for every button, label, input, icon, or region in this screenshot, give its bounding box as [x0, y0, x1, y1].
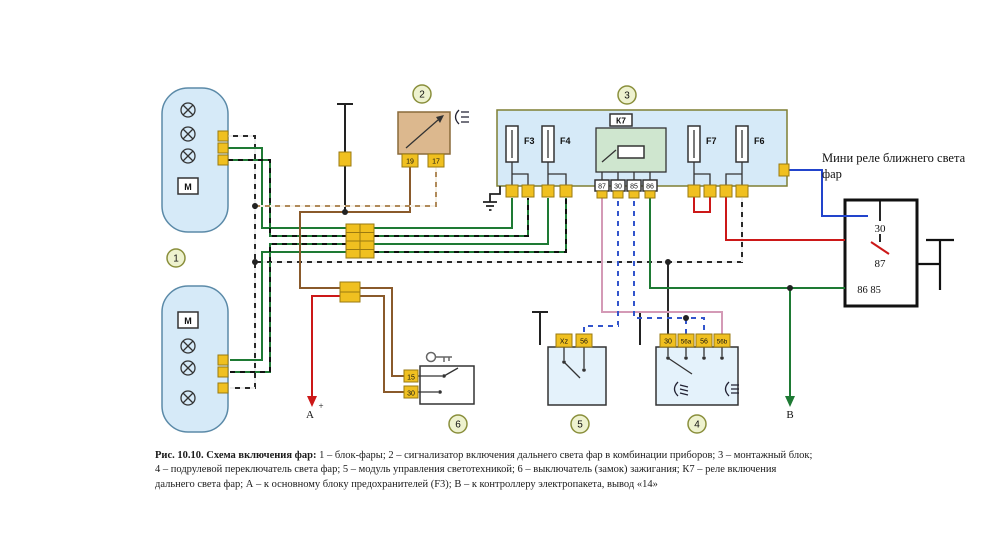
mini-relay-t30: 30	[875, 223, 887, 235]
mini-relay-t8685: 86 85	[857, 285, 881, 296]
junction-dots	[252, 203, 793, 321]
terminal-56-label: 56	[580, 339, 588, 346]
lamp-icon	[180, 360, 196, 376]
relay-coil	[617, 145, 645, 159]
lamp-icon	[180, 338, 196, 354]
terminal-17	[427, 153, 445, 168]
terminal-19	[401, 153, 419, 168]
mini-relay	[843, 198, 954, 308]
ignition-switch	[418, 351, 475, 405]
component-number-5: 5	[570, 414, 590, 434]
svg-text:6: 6	[455, 420, 461, 431]
svg-text:4: 4	[694, 420, 700, 431]
lamp-icon	[180, 102, 196, 118]
arrow-tip	[436, 115, 444, 123]
mini-relay-t87: 87	[875, 258, 887, 270]
wire-tan-striped	[255, 167, 437, 207]
svg-text:5: 5	[577, 420, 583, 431]
column-light-switch	[655, 346, 739, 406]
marker-b: B	[786, 409, 793, 421]
relay-contact	[870, 241, 890, 255]
terminal-15-label: 15	[407, 375, 415, 382]
figure-caption: Рис. 10.10. Схема включения фар: 1 – бло…	[155, 449, 813, 492]
terminal-56a	[677, 333, 695, 348]
k7-t85: 85	[630, 184, 638, 191]
wire-pink	[601, 196, 723, 334]
wire-green	[228, 147, 549, 361]
k7-t30: 30	[614, 184, 622, 191]
marker-a: A	[306, 409, 314, 421]
k7-terminals	[594, 179, 658, 199]
terminal-56a-label: 56a	[681, 339, 692, 346]
terminal-30	[403, 385, 419, 399]
f6-label: F6	[754, 136, 765, 146]
component-number-4: 4	[687, 414, 707, 434]
ground-icon	[532, 311, 548, 345]
terminal-15	[403, 369, 419, 383]
component-number-6: 6	[448, 414, 468, 434]
ground-icon	[483, 186, 501, 211]
terminal-56	[695, 333, 713, 348]
component-number-2: 2	[412, 84, 432, 104]
lamp-icon	[180, 148, 196, 164]
k7-label: К7	[616, 116, 626, 126]
high-beam-icon	[724, 381, 739, 397]
ground-icon	[337, 103, 353, 212]
terminal-17-label: 17	[432, 159, 440, 166]
high-beam-indicator	[397, 109, 469, 155]
terminal-56b-label: 56b	[717, 339, 728, 346]
svg-text:2: 2	[419, 90, 425, 101]
connector-pins	[217, 130, 229, 394]
mounting-block	[496, 109, 788, 187]
corrector-motor	[177, 177, 199, 195]
k7-t86: 86	[646, 184, 654, 191]
light-control-module	[547, 346, 607, 406]
mini-relay-title-2: фар	[822, 167, 842, 181]
k7-t87: 87	[598, 184, 606, 191]
lamp-icon	[180, 126, 196, 142]
caption-bold: Рис. 10.10. Схема включения фар:	[155, 450, 317, 461]
key-icon	[425, 351, 452, 363]
wire-blue-striped	[583, 196, 705, 334]
motor-label: M	[184, 316, 192, 326]
corrector-motor	[177, 311, 199, 329]
marker-a-plus: +	[318, 401, 323, 411]
wire-brown	[299, 167, 411, 393]
component-number-3: 3	[617, 85, 637, 105]
lamp-icon	[180, 390, 196, 406]
terminal-56-label: 56	[700, 339, 708, 346]
ground-connector	[338, 151, 352, 167]
terminal-xz-label: Xz	[560, 339, 569, 346]
component-number-1: 1	[166, 248, 186, 268]
f7-label: F7	[706, 136, 717, 146]
wire-green	[649, 196, 845, 407]
mini-relay-title: Мини реле ближнего света	[822, 151, 966, 165]
ground-icon	[917, 238, 954, 290]
motor-label: M	[184, 182, 192, 192]
low-beam-icon	[673, 381, 689, 397]
svg-text:1: 1	[173, 254, 179, 265]
terminal-56	[575, 333, 593, 348]
wire-green-striped	[228, 159, 567, 373]
terminal-19-label: 19	[406, 159, 414, 166]
f3-label: F3	[524, 136, 535, 146]
wire-red	[307, 196, 845, 407]
terminal-30-label: 30	[664, 339, 672, 346]
feed-connector	[339, 281, 361, 303]
terminal-30	[659, 333, 677, 348]
wire-blue	[787, 169, 868, 217]
svg-text:3: 3	[624, 91, 630, 102]
mounting-block-pins	[505, 163, 790, 198]
terminal-30-label: 30	[407, 391, 415, 398]
arrow-b	[785, 396, 795, 407]
arrow-a	[307, 396, 317, 407]
caption-text: 1 – блок-фары; 2 – сигнализатор включени…	[155, 450, 813, 490]
harness-connector	[345, 223, 375, 259]
headlight-beam-icon	[454, 109, 469, 125]
terminal-56b	[713, 333, 731, 348]
f4-label: F4	[560, 136, 571, 146]
terminal-xz	[555, 333, 573, 348]
